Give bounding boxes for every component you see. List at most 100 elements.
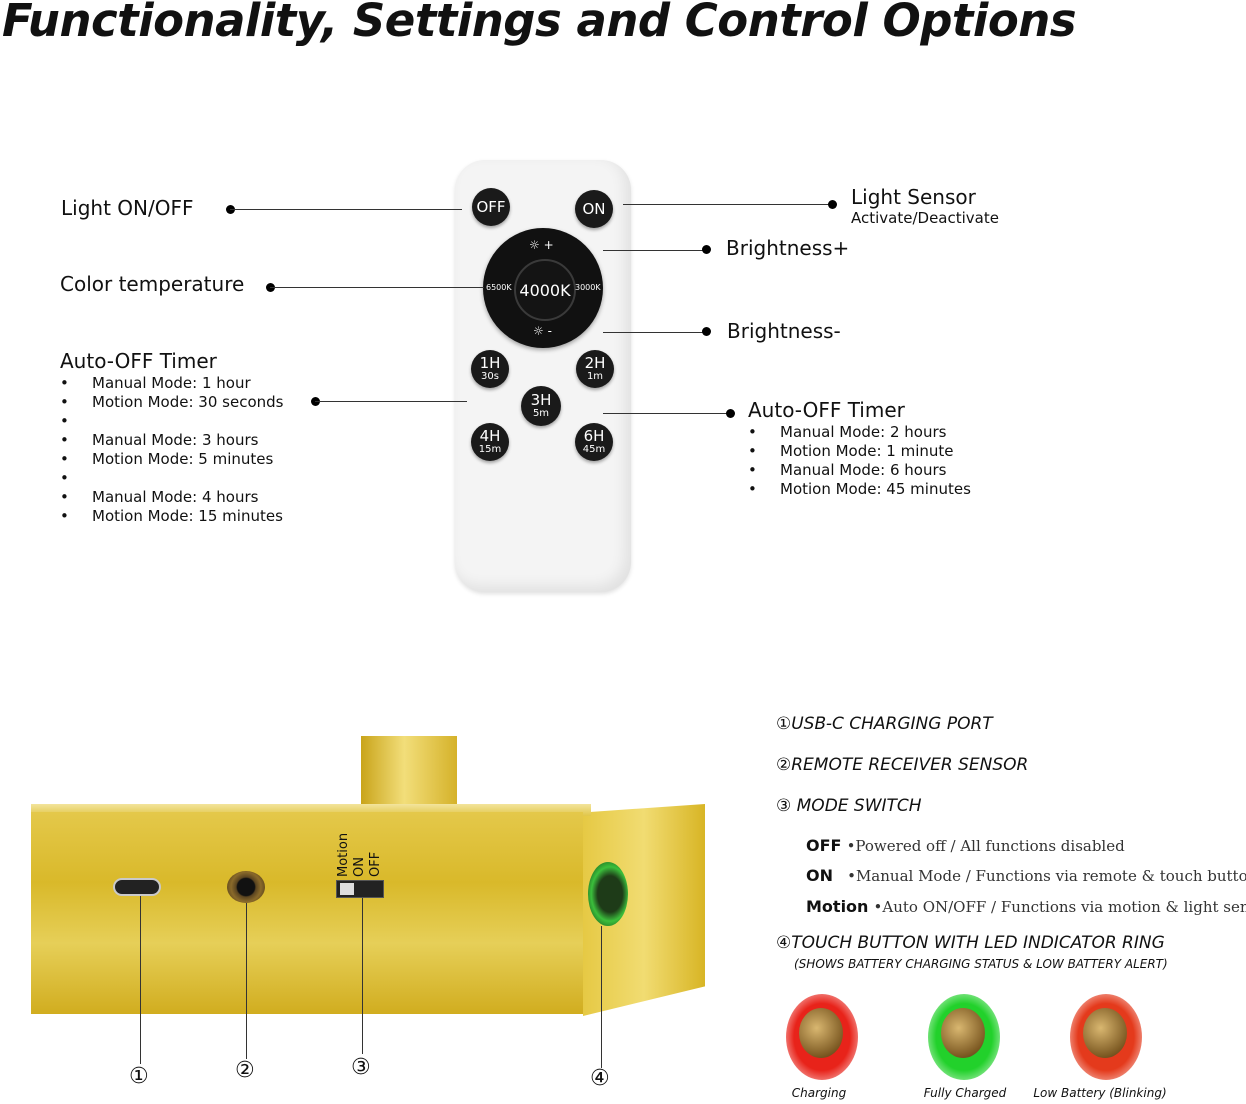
list-item: Manual Mode: 4 hours: [60, 488, 283, 507]
callout-light-sensor-sub: Activate/Deactivate: [851, 209, 999, 227]
callout-light-onoff: Light ON/OFF: [61, 196, 194, 220]
list-item: Manual Mode: 6 hours: [748, 461, 971, 480]
callout-line: [362, 898, 363, 1054]
feature-remote-receiver: ②REMOTE RECEIVER SENSOR: [776, 755, 1029, 775]
indicator-core: [1083, 1008, 1127, 1058]
indicator-core: [941, 1008, 985, 1058]
list-item: Motion Mode: 5 minutes: [60, 450, 283, 469]
mode-desc: •Powered off / All functions disabled: [846, 837, 1125, 855]
switch-label-motion: Motion: [336, 832, 351, 877]
callout-brightness-plus: Brightness+: [726, 236, 850, 260]
temp-3000k-label[interactable]: 3000K: [575, 283, 601, 292]
indicator-label-low-battery: Low Battery (Blinking): [1033, 1086, 1167, 1100]
callout-line: [603, 332, 705, 333]
callout-line: [623, 204, 831, 205]
page-title: Functionality, Settings and Control Opti…: [2, 0, 1077, 47]
callout-timer-left-list: Manual Mode: 1 hour Motion Mode: 30 seco…: [60, 374, 283, 526]
callout-timer-left-title: Auto-OFF Timer: [60, 349, 217, 373]
callout-number-3: ③: [351, 1055, 371, 1080]
callout-dot: [726, 409, 735, 418]
callout-line: [270, 287, 484, 288]
list-item: Motion Mode: 45 minutes: [748, 480, 971, 499]
callout-line: [603, 413, 728, 414]
remote-on-label: ON: [582, 199, 606, 218]
callout-line: [315, 401, 467, 402]
remote-receiver-sensor: [227, 871, 265, 903]
remote-on-button[interactable]: ON: [575, 190, 613, 228]
timer-2h-button[interactable]: 2H 1m: [576, 350, 614, 388]
mode-key: Motion: [806, 897, 869, 916]
mode-row-on: ON •Manual Mode / Functions via remote &…: [806, 866, 1246, 885]
list-item: [60, 412, 283, 431]
callout-dot: [702, 327, 711, 336]
callout-line: [140, 896, 141, 1064]
remote-control: OFF ON ☼ + 6500K 4000K 3000K ☼ - 1H 30s …: [455, 160, 631, 592]
callout-color-temp: Color temperature: [60, 272, 245, 296]
timer-3h-button[interactable]: 3H 5m: [521, 386, 561, 426]
mode-switch-knob[interactable]: [340, 883, 354, 895]
list-item: Motion Mode: 1 minute: [748, 442, 971, 461]
feature-mode-switch: ③ MODE SWITCH: [776, 796, 922, 816]
switch-label-off: OFF: [368, 851, 383, 877]
temp-4000k-button[interactable]: 4000K: [514, 259, 576, 321]
touch-button[interactable]: [588, 862, 628, 926]
list-item: Motion Mode: 15 minutes: [60, 507, 283, 526]
callout-number-2: ②: [235, 1058, 255, 1083]
callout-brightness-minus: Brightness-: [727, 319, 841, 343]
indicator-label-charging: Charging: [791, 1086, 847, 1100]
feature-touch-button-sub: (SHOWS BATTERY CHARGING STATUS & LOW BAT…: [794, 957, 1168, 971]
indicator-core: [799, 1008, 843, 1058]
timer-3h-label: 3H: [530, 390, 552, 409]
list-item: Manual Mode: 3 hours: [60, 431, 283, 450]
list-item: [60, 469, 283, 488]
timer-1h-sub: 30s: [481, 370, 499, 382]
switch-label-on: ON: [352, 857, 367, 877]
list-item: Motion Mode: 30 seconds: [60, 393, 283, 412]
usb-c-port[interactable]: [113, 878, 161, 896]
callout-line: [230, 209, 462, 210]
feature-touch-button: ④TOUCH BUTTON WITH LED INDICATOR RING: [776, 933, 1165, 953]
callout-dot: [828, 200, 837, 209]
mode-row-off: OFF •Powered off / All functions disable…: [806, 836, 1125, 855]
callout-number-4: ④: [590, 1066, 610, 1091]
callout-number-1: ①: [129, 1064, 149, 1089]
lamp-base-front: [31, 812, 583, 1014]
timer-1h-button[interactable]: 1H 30s: [471, 350, 509, 388]
callout-timer-right-list: Manual Mode: 2 hours Motion Mode: 1 minu…: [748, 423, 971, 499]
mode-key: ON: [806, 866, 833, 885]
feature-usb-c: ①USB-C CHARGING PORT: [776, 714, 993, 734]
mode-switch[interactable]: [336, 880, 384, 898]
timer-4h-label: 4H: [479, 426, 501, 445]
indicator-low-battery: [1070, 994, 1142, 1080]
mode-key: OFF: [806, 836, 842, 855]
remote-off-button[interactable]: OFF: [472, 188, 510, 226]
lamp-pole: [361, 736, 457, 808]
timer-4h-sub: 15m: [478, 443, 502, 455]
callout-light-sensor: Light Sensor: [851, 185, 976, 209]
timer-6h-sub: 45m: [582, 443, 606, 455]
timer-1h-label: 1H: [479, 353, 501, 372]
timer-2h-sub: 1m: [586, 370, 604, 382]
callout-line: [601, 926, 602, 1068]
list-item: Manual Mode: 1 hour: [60, 374, 283, 393]
color-temp-dial[interactable]: ☼ + 6500K 4000K 3000K ☼ -: [483, 228, 603, 348]
temp-6500k-label[interactable]: 6500K: [486, 283, 512, 292]
callout-dot: [702, 245, 711, 254]
indicator-label-fully-charged: Fully Charged: [923, 1086, 1007, 1100]
timer-3h-sub: 5m: [532, 407, 550, 419]
callout-timer-right-title: Auto-OFF Timer: [748, 398, 905, 422]
temp-4000k-label: 4000K: [519, 280, 571, 300]
remote-off-label: OFF: [476, 197, 506, 216]
mode-desc: •Manual Mode / Functions via remote & to…: [847, 867, 1246, 885]
brightness-minus-label[interactable]: ☼ -: [533, 324, 552, 338]
brightness-plus-label[interactable]: ☼ +: [529, 238, 554, 252]
timer-4h-button[interactable]: 4H 15m: [471, 423, 509, 461]
timer-6h-button[interactable]: 6H 45m: [575, 423, 613, 461]
mode-desc: •Auto ON/OFF / Functions via motion & li…: [873, 898, 1246, 916]
callout-line: [603, 250, 705, 251]
indicator-fully-charged: [928, 994, 1000, 1080]
callout-line: [246, 903, 247, 1059]
timer-2h-label: 2H: [584, 353, 606, 372]
timer-6h-label: 6H: [583, 426, 605, 445]
mode-row-motion: Motion •Auto ON/OFF / Functions via moti…: [806, 897, 1246, 916]
